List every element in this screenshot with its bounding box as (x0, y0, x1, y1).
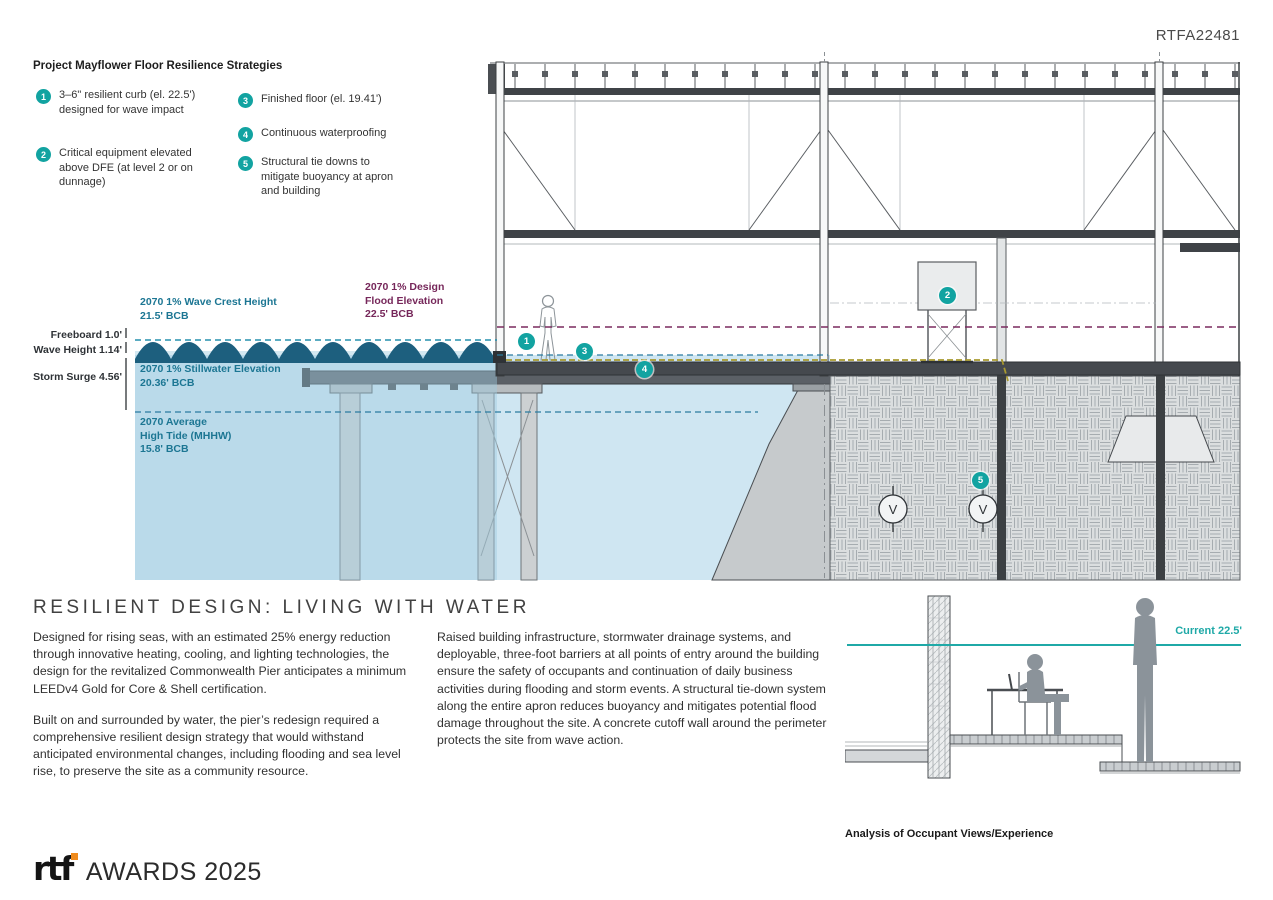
page-title: RESILIENT DESIGN: LIVING WITH WATER (33, 597, 530, 618)
legend-item-5: 5 Structural tie downs to mitigate buoya… (238, 155, 428, 199)
ground-fill (829, 375, 1241, 581)
floor-slabs (845, 734, 1241, 774)
legend-item-3-text: Finished floor (el. 19.41') (261, 93, 382, 105)
article-column-2: Raised building infrastructure, stormwat… (437, 629, 835, 763)
paragraph: Designed for rising seas, with an estima… (33, 630, 407, 696)
legend-item-5-text: Structural tie downs to mitigate buoyanc… (261, 156, 394, 197)
legend-marker-1: 1 (36, 89, 51, 104)
diagram-marker-1: 1 (518, 333, 535, 350)
elevation-lines (125, 326, 1240, 413)
stillwater-label: 2070 1% Stillwater Elevation 20.36' BCB (140, 363, 281, 389)
legend-marker-4: 4 (238, 127, 253, 142)
reference-number: RTFA22481 (1155, 27, 1240, 44)
waterproofing-line (506, 359, 1009, 382)
diagram-marker-4: 4 (636, 361, 653, 378)
building-structure (488, 52, 1241, 578)
concrete-seawall (711, 383, 831, 581)
tie-down-symbol-letter: V (979, 502, 988, 517)
freeboard-label: Freeboard 1.0' (50, 329, 122, 341)
rtf-logo-mark: rtf (33, 849, 74, 888)
standing-person-silhouette (1133, 598, 1157, 762)
current-elevation-label: Current 22.5' (1175, 625, 1242, 637)
wave-height-label: Wave Height 1.14' (33, 344, 122, 356)
legend-item-2: 2 Critical equipment elevated above DFE … (36, 146, 211, 190)
seated-person-silhouette (1018, 654, 1069, 735)
wave-crest-label: 2070 1% Wave Crest Height 21.5' BCB (140, 296, 277, 322)
tie-down-symbol-letter: V (889, 502, 898, 517)
legend-marker-5: 5 (238, 156, 253, 171)
pier-deck-and-piles (302, 368, 831, 581)
rtf-awards-logo: rtf AWARDS 2025 (33, 849, 262, 888)
awards-text: AWARDS 2025 (85, 858, 262, 886)
wall-section (927, 595, 951, 779)
legend-title: Project Mayflower Floor Resilience Strat… (33, 60, 283, 72)
occupant-views-diagram (845, 595, 1241, 779)
tie-down-symbols: V V (878, 486, 998, 532)
legend-item-4-text: Continuous waterproofing (261, 127, 387, 139)
rtf-logo-mark-wrap: rtf (33, 849, 78, 888)
legend-marker-2: 2 (36, 147, 51, 162)
legend-item-3: 3 Finished floor (el. 19.41') (238, 92, 438, 108)
diagram-marker-3: 3 (576, 343, 593, 360)
diagram-marker-2: 2 (939, 287, 956, 304)
flood-water-tint (135, 351, 497, 580)
storm-surge-label: Storm Surge 4.56' (33, 371, 122, 383)
legend-item-1: 1 3–6" resilient curb (el. 22.5') design… (36, 88, 204, 117)
equipment-on-dunnage (917, 261, 977, 364)
high-tide-label: 2070 Average High Tide (MHHW) 15.8' BCB (140, 416, 232, 455)
desk-and-seated-person (987, 654, 1069, 735)
paragraph: Raised building infrastructure, stormwat… (437, 630, 827, 748)
legend-item-4: 4 Continuous waterproofing (238, 126, 438, 142)
detail-caption: Analysis of Occupant Views/Experience (845, 828, 1054, 840)
article-column-1: Designed for rising seas, with an estima… (33, 629, 425, 795)
legend-item-1-text: 3–6" resilient curb (el. 22.5') designed… (59, 89, 196, 116)
legend-marker-3: 3 (238, 93, 253, 108)
building-section-diagram: V V (125, 52, 1241, 581)
waves (135, 342, 497, 363)
paragraph: Built on and surrounded by water, the pi… (33, 712, 401, 779)
logo-orange-dot (70, 853, 78, 860)
diagram-marker-5: 5 (972, 472, 989, 489)
legend-item-2-text: Critical equipment elevated above DFE (a… (59, 147, 193, 188)
design-flood-label: 2070 1% Design Flood Elevation 22.5' BCB (365, 281, 445, 320)
